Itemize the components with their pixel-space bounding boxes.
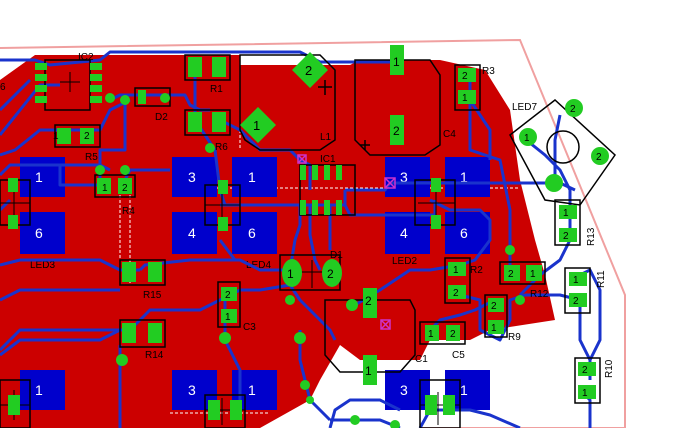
label-led7: LED7 [512, 102, 537, 113]
svg-text:2: 2 [365, 294, 372, 308]
svg-text:1: 1 [287, 267, 294, 281]
svg-text:1: 1 [248, 169, 256, 185]
ref-designators: IC2 6 R1 R3 D2 LED7 L1 C4 R5 R6 IC1 R4 D… [0, 52, 615, 378]
svg-text:2: 2 [563, 231, 569, 242]
svg-text:1: 1 [491, 323, 497, 334]
pads[interactable] [8, 45, 609, 420]
drc-markers [297, 154, 396, 330]
label-r6: R6 [215, 142, 228, 153]
label-r3: R3 [482, 66, 495, 77]
label-r12: R12 [530, 289, 549, 300]
svg-text:2: 2 [508, 269, 514, 280]
svg-text:1: 1 [530, 269, 536, 280]
svg-text:1: 1 [35, 382, 43, 398]
svg-text:3: 3 [188, 169, 196, 185]
label-r6-left: 6 [0, 82, 6, 93]
label-ic2: IC2 [78, 52, 94, 63]
svg-text:2: 2 [450, 329, 456, 340]
svg-text:1: 1 [524, 133, 530, 144]
label-c4: C4 [443, 129, 456, 140]
svg-text:1: 1 [102, 183, 108, 194]
svg-text:2: 2 [582, 365, 588, 376]
svg-text:1: 1 [393, 55, 400, 69]
label-r2: R2 [470, 265, 483, 276]
label-d1: D1 [330, 250, 343, 261]
label-r9: R9 [508, 332, 521, 343]
svg-text:4: 4 [188, 225, 196, 241]
svg-text:1: 1 [453, 265, 459, 276]
label-r5: R5 [85, 152, 98, 163]
label-r15: R15 [143, 290, 162, 301]
label-c1: C1 [415, 354, 428, 365]
copper-pour-top [0, 55, 555, 428]
label-ic1: IC1 [320, 154, 336, 165]
svg-text:2: 2 [305, 63, 312, 78]
svg-text:2: 2 [327, 267, 334, 281]
label-led2: LED2 [392, 256, 417, 267]
svg-text:2: 2 [491, 301, 497, 312]
svg-text:3: 3 [188, 382, 196, 398]
svg-text:1: 1 [253, 118, 260, 133]
svg-text:2: 2 [573, 296, 579, 307]
board-outline [0, 38, 626, 428]
svg-text:6: 6 [460, 225, 468, 241]
label-r1: R1 [210, 84, 223, 95]
label-r4: R4 [122, 206, 135, 217]
svg-text:2: 2 [453, 288, 459, 299]
led-bottom-left-footprint[interactable]: 1 [20, 370, 65, 410]
svg-text:1: 1 [225, 312, 231, 323]
label-led3: LED3 [30, 260, 55, 271]
svg-text:1: 1 [573, 275, 579, 286]
svg-text:1: 1 [462, 93, 468, 104]
label-c3: C3 [243, 322, 256, 333]
label-l1: L1 [320, 132, 332, 143]
svg-text:2: 2 [462, 71, 468, 82]
label-r14: R14 [145, 350, 164, 361]
svg-text:1: 1 [563, 208, 569, 219]
svg-text:6: 6 [35, 225, 43, 241]
svg-text:1: 1 [365, 364, 372, 378]
label-r10: R10 [604, 359, 615, 378]
svg-text:4: 4 [400, 225, 408, 241]
svg-text:2: 2 [122, 183, 128, 194]
svg-text:1: 1 [460, 382, 468, 398]
svg-text:1: 1 [460, 169, 468, 185]
svg-text:2: 2 [84, 131, 90, 142]
pad-number-labels: 1 2 1 2 2 1 1 2 2 1 1 2 2 1 1 2 2 1 1 2 … [53, 55, 602, 399]
label-r11: R11 [596, 270, 607, 288]
svg-text:1: 1 [428, 329, 434, 340]
svg-text:1: 1 [582, 388, 588, 399]
svg-text:1: 1 [248, 382, 256, 398]
svg-text:2: 2 [596, 152, 602, 163]
svg-text:3: 3 [400, 169, 408, 185]
svg-text:6: 6 [248, 225, 256, 241]
led2-footprint[interactable]: 3 1 4 6 LED2 [385, 157, 490, 267]
svg-text:1: 1 [53, 131, 59, 142]
svg-text:1: 1 [35, 169, 43, 185]
svg-text:3: 3 [400, 382, 408, 398]
vias[interactable] [95, 93, 525, 428]
svg-text:2: 2 [393, 124, 400, 138]
label-c5: C5 [452, 350, 465, 361]
label-r13: R13 [586, 227, 597, 246]
svg-text:2: 2 [570, 104, 576, 115]
led4-footprint[interactable]: 3 1 4 6 LED4 [172, 157, 277, 271]
svg-text:2: 2 [225, 290, 231, 301]
label-led4: LED4 [246, 260, 271, 271]
led3-footprint[interactable]: 1 6 LED3 [20, 157, 65, 271]
label-d2: D2 [155, 112, 168, 123]
